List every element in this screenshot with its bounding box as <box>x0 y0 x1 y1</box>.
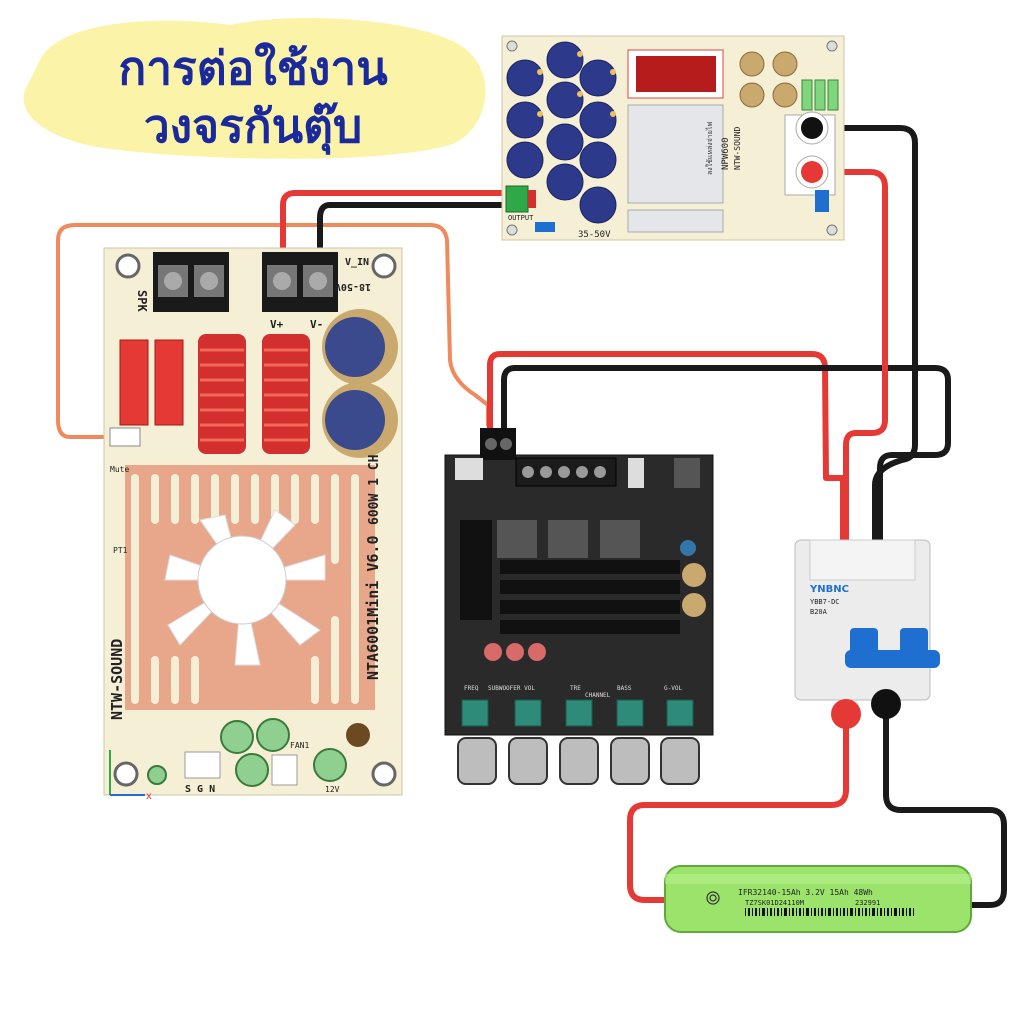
breaker-model: YBB7-DC <box>810 598 840 606</box>
breaker-terminal-negative <box>871 689 901 719</box>
amp-board: SPK V_IN 18-50V V+ V- <box>103 247 403 802</box>
breaker-rating: B20A <box>810 608 828 616</box>
knob-gvol <box>660 737 700 785</box>
wires <box>56 125 1007 908</box>
amp-input-connector <box>109 427 141 447</box>
psu-terminal-negative <box>795 111 829 145</box>
cooling-fan-icon <box>164 509 326 666</box>
battery: IFR32140-15Ah 3.2V 15Ah 48Wh TZ7SK01D241… <box>664 865 972 933</box>
psu-to-amp-positive <box>280 190 515 261</box>
dsp-label-tre: TRE <box>570 685 581 692</box>
inductor-right <box>262 334 310 454</box>
breaker-brand: YNBNC <box>809 584 849 595</box>
knob-subwoofer <box>508 737 548 785</box>
battery-logo-icon <box>706 891 720 905</box>
dc-breaker: YNBNC YBB7-DC B20A <box>794 539 940 729</box>
amp-vin-label: V_IN <box>345 257 369 268</box>
axis-indicator-icon: x <box>109 750 152 802</box>
psu-terminal-positive <box>795 155 829 189</box>
psu-thai-note: ลงใช้แหล่งจ่ายไฟ <box>705 122 714 175</box>
psu-model-label: NPW600 <box>721 137 731 170</box>
amp-plus-label: V+ <box>270 318 284 331</box>
dsp-label-gvol: G-VOL <box>664 685 682 692</box>
psu-to-amp-negative <box>317 202 515 261</box>
speaker-terminal <box>153 252 229 312</box>
psu-to-breaker-positive <box>809 169 888 553</box>
dsp-board: FREQ SUBWOOFER VOL TRE CHANNEL BASS G-VO… <box>444 428 714 785</box>
power-input-terminal <box>262 252 338 312</box>
battery-barcode <box>745 908 914 916</box>
dsp-output-terminals <box>515 457 617 487</box>
battery-spec: IFR32140-15Ah 3.2V 15Ah 48Wh <box>738 888 873 897</box>
signal-wire <box>56 223 490 439</box>
dsp-label-channel: CHANNEL <box>585 692 611 699</box>
inductor-left <box>198 334 246 454</box>
svg-text:x: x <box>146 791 152 802</box>
title-blob <box>23 17 486 159</box>
dsp-label-freq: FREQ <box>464 685 479 692</box>
breaker-to-battery-negative <box>883 702 1007 908</box>
knob-bass <box>610 737 650 785</box>
power-supply-board: NPW600 NTW-SOUND ลงใช้แหล่งจ่ายไฟ 35-50V… <box>501 35 845 241</box>
psu-to-breaker-negative <box>809 125 918 553</box>
knob-freq <box>457 737 497 785</box>
psu-capacitors <box>506 41 617 224</box>
amp-voltage-label: 18-50V <box>335 281 371 292</box>
amp-power-label: 600W 1 CH <box>367 455 382 525</box>
breaker-to-battery-positive <box>627 712 849 903</box>
amp-spk-label: SPK <box>135 290 149 312</box>
title-line-1: การต่อใช้งาน <box>118 41 388 95</box>
amp-brand-label: NTW-SOUND <box>108 639 126 720</box>
amp-capacitors <box>322 309 398 458</box>
title-line-2: วงจรกันตุ๊บ <box>143 99 363 153</box>
dsp-knobs <box>457 737 700 785</box>
amp-heatsink-pad <box>125 465 375 710</box>
breaker-terminal-positive <box>831 699 861 729</box>
dsp-to-breaker-negative <box>501 365 951 553</box>
dsp-label-bass: BASS <box>617 685 632 692</box>
battery-code: TZ7SK01D24110M <box>745 899 804 907</box>
title-block: การต่อใช้งาน วงจรกันตุ๊บ <box>18 18 488 156</box>
dsp-label-subwoofer: SUBWOOFER VOL <box>488 685 535 692</box>
amp-12v-label: 12V <box>325 785 340 794</box>
amp-fan-label: FAN1 <box>290 741 309 750</box>
battery-serial: 232991 <box>855 899 880 907</box>
amp-pt1-label: PT1 <box>113 546 128 555</box>
amp-mute-label: Mute <box>110 465 129 474</box>
knob-tre <box>559 737 599 785</box>
psu-voltage-label: 35-50V <box>578 230 611 240</box>
amp-sgn-label: S G N <box>185 784 215 795</box>
amp-model-label: NTA6001Mini V6.0 <box>364 536 382 681</box>
amp-minus-label: V- <box>310 318 323 331</box>
psu-brand-label: NTW-SOUND <box>733 126 742 170</box>
psu-output-label: OUTPUT <box>508 214 534 222</box>
dsp-heatsink <box>460 520 680 634</box>
